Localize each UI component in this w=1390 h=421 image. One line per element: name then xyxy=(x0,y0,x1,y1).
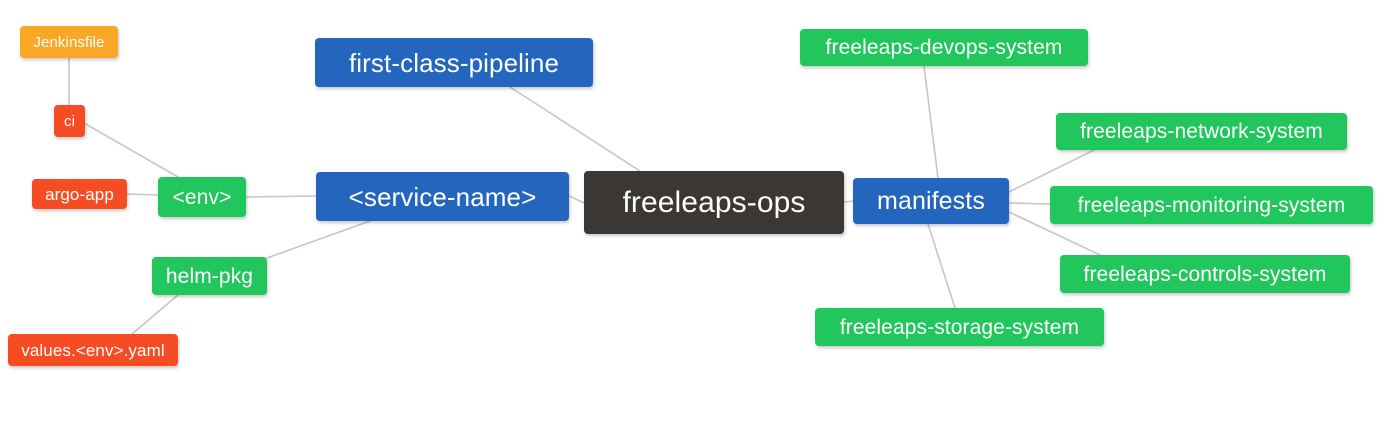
node-label-values-env-yaml: values.<env>.yaml xyxy=(21,340,165,360)
node-env[interactable]: <env> xyxy=(158,177,246,217)
node-freeleaps-ops[interactable]: freeleaps-ops xyxy=(584,171,844,234)
node-label-first-class-pipeline: first-class-pipeline xyxy=(348,47,560,78)
node-label-ci: ci xyxy=(63,112,76,130)
edge-env-to-argo-app xyxy=(126,193,159,196)
node-freeleaps-network-system[interactable]: freeleaps-network-system xyxy=(1056,113,1347,150)
node-freeleaps-devops-system[interactable]: freeleaps-devops-system xyxy=(800,29,1088,66)
node-freeleaps-storage-system[interactable]: freeleaps-storage-system xyxy=(815,308,1104,346)
edge-manifests-to-freeleaps-devops-system xyxy=(923,65,939,179)
node-label-freeleaps-network-system: freeleaps-network-system xyxy=(1080,120,1323,143)
edge-freeleaps-ops-to-service-name xyxy=(568,195,585,204)
node-jenkinsfile[interactable]: Jenkinsfile xyxy=(20,26,118,58)
edge-service-name-to-helm-pkg xyxy=(266,220,371,259)
node-label-freeleaps-devops-system: freeleaps-devops-system xyxy=(825,36,1063,59)
node-label-jenkinsfile: Jenkinsfile xyxy=(33,33,105,51)
edge-env-to-ci xyxy=(83,122,179,178)
node-label-service-name: <service-name> xyxy=(348,181,537,212)
edge-freeleaps-ops-to-first-class-pipeline xyxy=(509,86,641,172)
node-freeleaps-monitoring-system[interactable]: freeleaps-monitoring-system xyxy=(1050,186,1373,224)
node-label-freeleaps-storage-system: freeleaps-storage-system xyxy=(839,315,1080,339)
node-label-freeleaps-controls-system: freeleaps-controls-system xyxy=(1083,262,1327,286)
node-first-class-pipeline[interactable]: first-class-pipeline xyxy=(315,38,593,87)
node-label-freeleaps-monitoring-system: freeleaps-monitoring-system xyxy=(1077,193,1346,217)
node-label-argo-app: argo-app xyxy=(45,184,114,204)
node-service-name[interactable]: <service-name> xyxy=(316,172,569,221)
edge-freeleaps-ops-to-manifests xyxy=(843,200,854,203)
edge-manifests-to-freeleaps-storage-system xyxy=(927,223,956,309)
edge-manifests-to-freeleaps-monitoring-system xyxy=(1008,202,1051,205)
node-helm-pkg[interactable]: helm-pkg xyxy=(152,257,267,295)
node-label-helm-pkg: helm-pkg xyxy=(165,264,254,288)
edge-service-name-to-env xyxy=(245,195,317,198)
node-ci[interactable]: ci xyxy=(54,105,85,137)
node-manifests[interactable]: manifests xyxy=(853,178,1009,224)
node-freeleaps-controls-system[interactable]: freeleaps-controls-system xyxy=(1060,255,1350,293)
node-values-env-yaml[interactable]: values.<env>.yaml xyxy=(8,334,178,366)
node-label-freeleaps-ops: freeleaps-ops xyxy=(622,185,806,219)
node-label-manifests: manifests xyxy=(877,186,985,215)
edge-helm-pkg-to-values-env-yaml xyxy=(131,294,179,335)
node-label-env: <env> xyxy=(172,185,232,209)
node-argo-app[interactable]: argo-app xyxy=(32,179,127,209)
